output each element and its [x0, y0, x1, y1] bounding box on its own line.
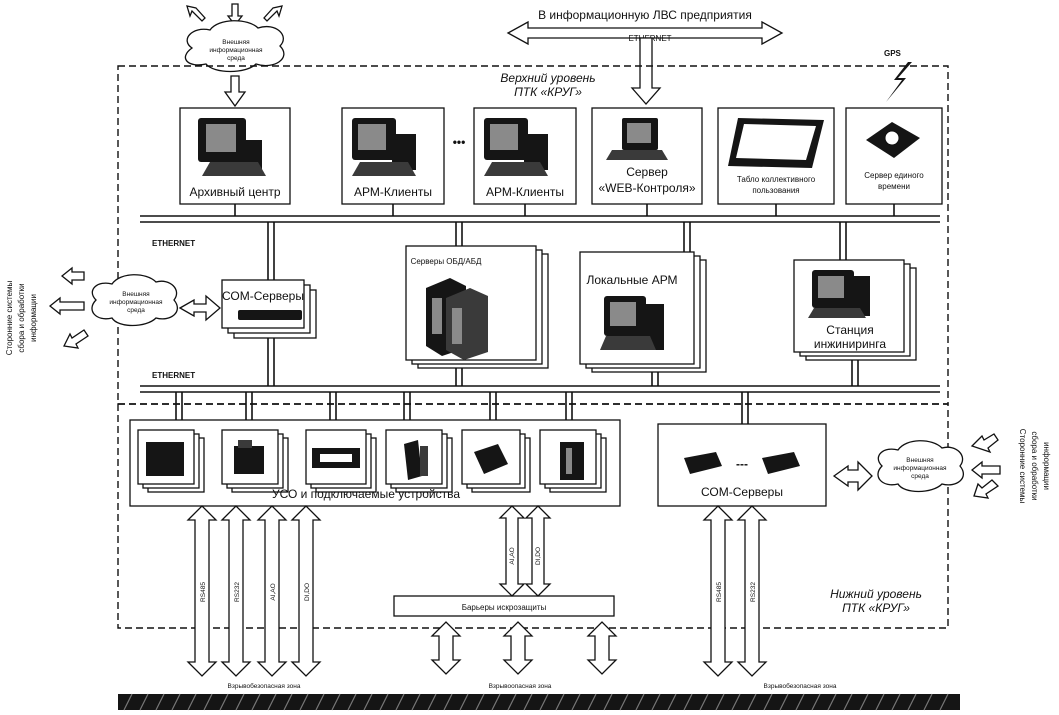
- zone-mid-label: Взрывоопасная зона: [489, 683, 552, 690]
- svg-text:информации: информации: [29, 294, 38, 342]
- zone-right-label: Взрывобезопасная зона: [764, 682, 837, 690]
- spark-barriers: Барьеры искрозащиты: [393, 595, 615, 617]
- engineering-station: Станция инжиниринга: [793, 259, 917, 361]
- svg-text:DI,DO: DI,DO: [535, 547, 542, 565]
- lan-label: В информационную ЛВС предприятия: [538, 8, 752, 22]
- ethernet-label-2: ETHERNET: [152, 371, 195, 380]
- zone-left-label: Взрывобезопасная зона: [228, 682, 301, 690]
- svg-text:AI,AO: AI,AO: [270, 583, 277, 600]
- svg-text:Внешняя: Внешняя: [122, 291, 150, 298]
- gps-antenna: GPS: [884, 49, 912, 102]
- uso-device-6: [539, 429, 607, 493]
- uso-device-5: [461, 429, 531, 493]
- svg-text:RS232: RS232: [234, 582, 241, 602]
- db-servers-label: Серверы ОБД/АБД: [411, 257, 482, 266]
- uso-device-1: [137, 429, 205, 493]
- svg-text:RS485: RS485: [716, 582, 723, 602]
- svg-text:информации: информации: [1042, 442, 1051, 490]
- svg-text:DI,DO: DI,DO: [304, 583, 311, 601]
- gps-label: GPS: [884, 49, 902, 58]
- left-signal-arrows: RS485 RS232 AI,AO DI,DO: [186, 505, 322, 677]
- archive-center-label: Архивный центр: [189, 185, 280, 199]
- uso-device-2: [221, 429, 289, 493]
- svg-text:среда: среда: [127, 307, 145, 314]
- uso-label: УСО и подключаемые устройства: [272, 487, 460, 501]
- svg-text:информационная: информационная: [893, 465, 947, 472]
- right-signal-arrows: RS485 RS232: [702, 505, 768, 677]
- barriers-label: Барьеры искрозащиты: [462, 603, 547, 612]
- svg-text:среда: среда: [227, 55, 245, 62]
- com-dash: ---: [736, 457, 748, 471]
- time-server: Сервер единого времени: [845, 107, 943, 205]
- ethernet-bus-2: [140, 338, 940, 432]
- arm-clients-1-label: АРМ-Клиенты: [354, 185, 432, 199]
- archive-center: Архивный центр: [179, 107, 291, 205]
- uso-device-3: [305, 429, 377, 493]
- com-servers-middle: СОМ-Серверы: [221, 279, 317, 339]
- display-panel-label-2: пользования: [752, 186, 799, 195]
- ground-hatch-strip: [118, 693, 960, 711]
- collective-display: Табло коллективного пользования: [717, 107, 835, 205]
- arm-clients-2: АРМ-Клиенты: [473, 107, 577, 205]
- com-servers-lower-label: СОМ-Серверы: [701, 485, 783, 499]
- lan-connection: В информационную ЛВС предприятия ETHERNE…: [506, 8, 784, 105]
- lan-down-arrow: [630, 37, 662, 105]
- lower-level-title: Нижний уровень: [830, 587, 922, 601]
- arm-clients-2-label: АРМ-Клиенты: [486, 185, 564, 199]
- right-side-label: Сторонние системы сбора и обработки инфо…: [1018, 429, 1051, 504]
- time-server-label-2: времени: [878, 182, 910, 191]
- barrier-down-arrows: [430, 621, 618, 675]
- left-side-label: Сторонние системы сбора и обработки инфо…: [5, 281, 38, 356]
- local-arm: Локальные АРМ: [579, 251, 707, 373]
- lan-double-arrow: [506, 20, 784, 46]
- lower-level-frame: [117, 403, 949, 629]
- web-server-label-1: Сервер: [626, 165, 668, 179]
- ellipsis: •••: [453, 135, 466, 149]
- upper-level-subtitle: ПТК «КРУГ»: [514, 85, 582, 99]
- lower-level-subtitle: ПТК «КРУГ»: [842, 601, 910, 615]
- svg-text:RS232: RS232: [750, 582, 757, 602]
- uso-devices: УСО и подключаемые устройства: [129, 419, 621, 507]
- svg-text:сбора и обработки: сбора и обработки: [1030, 431, 1039, 500]
- svg-text:среда: среда: [911, 473, 929, 480]
- lightning-icon: [886, 62, 912, 102]
- com-servers-lower: --- СОМ-Серверы: [657, 423, 827, 507]
- com-device-icon-2: [762, 452, 800, 474]
- ethernet-bus-1: [140, 204, 940, 284]
- ethernet-label-1: ETHERNET: [152, 239, 195, 248]
- svg-text:информационная: информационная: [209, 47, 263, 54]
- com-device-icon-1: [684, 452, 722, 474]
- svg-text:информационная: информационная: [109, 299, 163, 306]
- mid-signal-arrows: AI,AO DI,DO: [498, 505, 552, 597]
- svg-text:RS485: RS485: [200, 582, 207, 602]
- com-servers-middle-label: СОМ-Серверы: [222, 289, 304, 303]
- engineering-label-2: инжиниринга: [814, 337, 887, 351]
- upper-level-frame: [117, 65, 949, 405]
- ext-cloud-right: Внешняя информационная среда: [832, 433, 1001, 499]
- ext-cloud-left: Внешняя информационная среда: [48, 266, 221, 349]
- svg-text:Внешняя: Внешняя: [222, 39, 250, 46]
- svg-text:Внешняя: Внешняя: [906, 457, 934, 464]
- web-control-server: Сервер «WEB-Контроля»: [591, 107, 703, 205]
- engineering-label-1: Станция: [826, 323, 873, 337]
- svg-text:AI,AO: AI,AO: [509, 547, 516, 564]
- uso-device-4: [385, 429, 453, 493]
- web-server-label-2: «WEB-Контроля»: [598, 181, 695, 195]
- svg-text:сбора и обработки: сбора и обработки: [17, 283, 26, 352]
- ext-cloud-top: Внешняя информационная среда: [184, 3, 285, 108]
- display-panel-label-1: Табло коллективного: [737, 175, 816, 184]
- arm-clients-1: АРМ-Клиенты: [341, 107, 445, 205]
- svg-text:Сторонние системы: Сторонние системы: [1018, 429, 1027, 504]
- upper-level-title: Верхний уровень: [500, 71, 595, 85]
- local-arm-label: Локальные АРМ: [586, 273, 677, 287]
- time-server-label-1: Сервер единого: [864, 171, 924, 180]
- svg-text:Сторонние системы: Сторонние системы: [5, 281, 14, 356]
- db-servers: Серверы ОБД/АБД: [405, 245, 549, 369]
- com-server-device-icon: [238, 310, 302, 320]
